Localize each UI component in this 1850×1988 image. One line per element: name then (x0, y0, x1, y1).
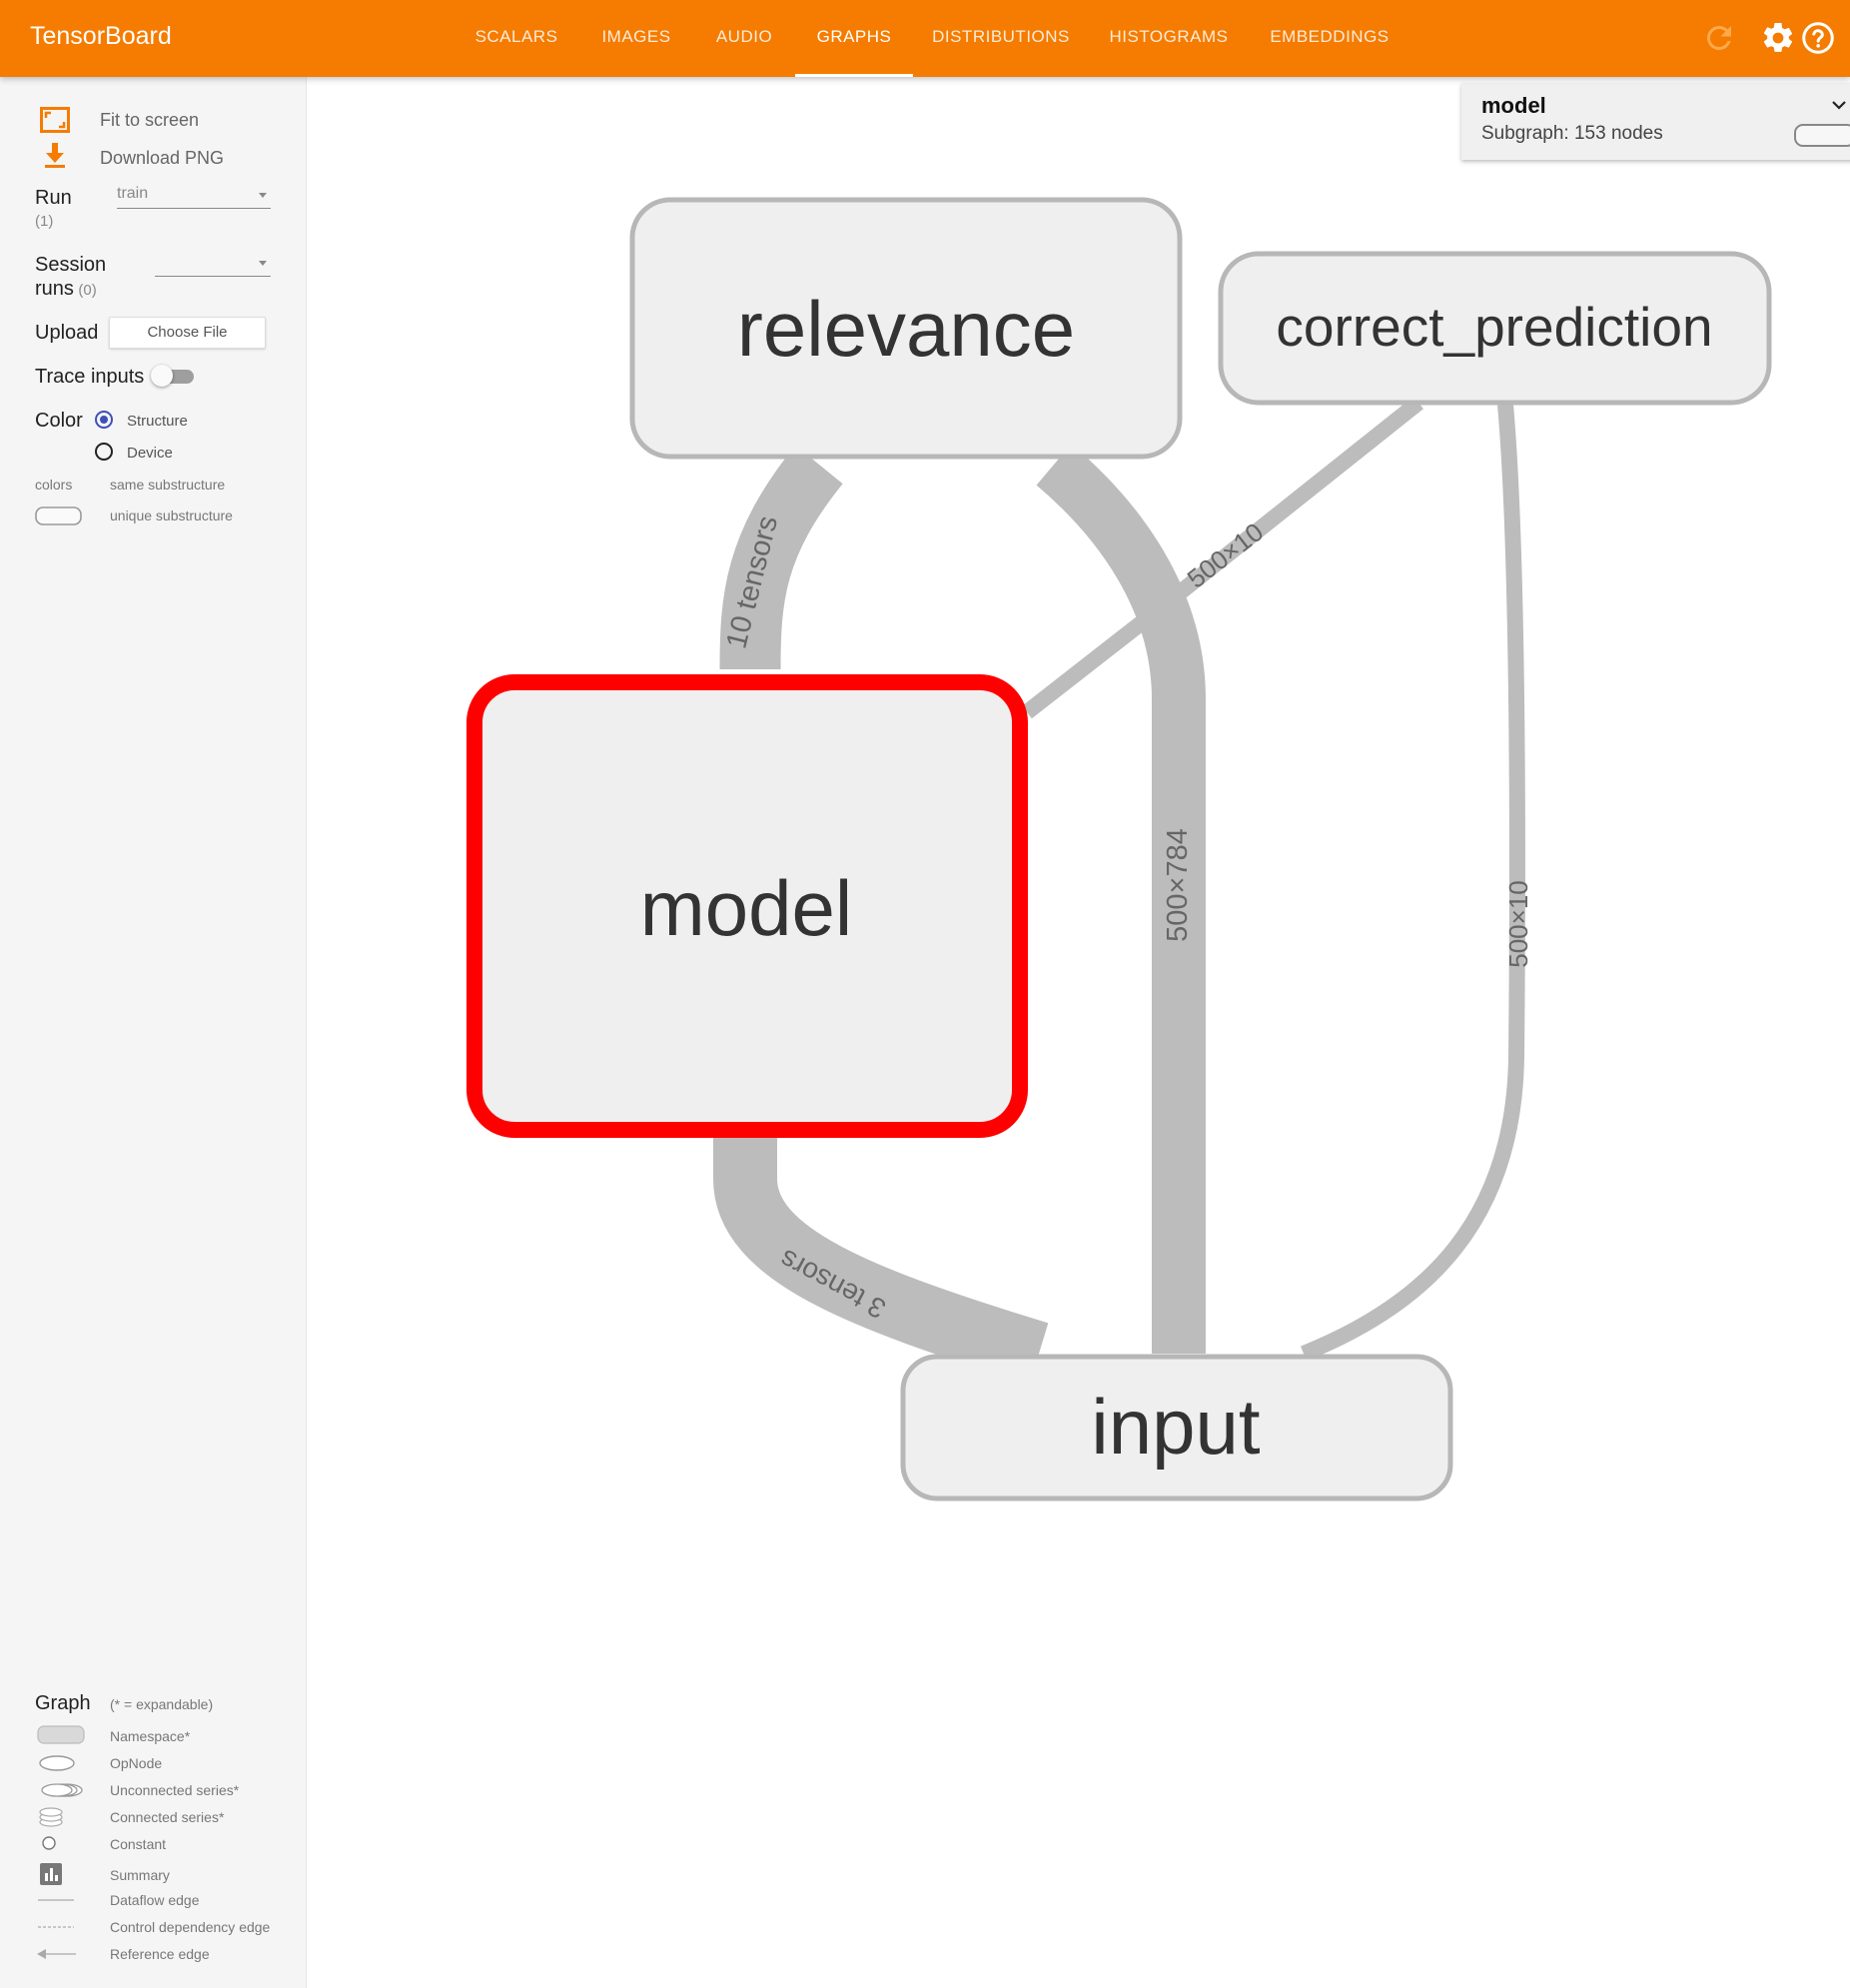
node-input[interactable]: input (900, 1354, 1453, 1501)
node-label-input: input (1091, 1383, 1260, 1471)
unique-substructure-label: unique substructure (110, 507, 233, 523)
info-card-title: model (1481, 93, 1546, 118)
opnode-icon (39, 1755, 75, 1771)
node-label-correct-prediction: correct_prediction (1276, 296, 1712, 358)
toggle-knob (151, 365, 173, 387)
connected-series-icon (39, 1807, 63, 1827)
chevron-down-icon (259, 193, 267, 198)
namespace-icon (37, 1725, 85, 1744)
node-relevance[interactable]: relevance (629, 197, 1183, 460)
legend-summary-label: Summary (110, 1867, 170, 1883)
chevron-down-icon[interactable] (1831, 99, 1847, 111)
trace-inputs-label: Trace inputs (35, 366, 145, 388)
color-device-radio[interactable] (95, 443, 113, 461)
edge-label-500x10-vertical: 500×10 (1503, 880, 1533, 967)
graph-legend-note: (* = expandable) (110, 1696, 214, 1712)
graph-canvas[interactable]: 10 tensors 500×10 500×784 500×10 3 tenso… (307, 77, 1850, 1988)
edge-input-correct-prediction (1301, 404, 1525, 1362)
fit-screen-icon[interactable] (40, 107, 70, 133)
run-select-value: train (117, 185, 149, 202)
color-device-label: Device (127, 445, 173, 462)
edge-model-relevance (719, 445, 843, 670)
legend-dataflow-edge-label: Dataflow edge (110, 1892, 200, 1908)
run-count: (1) (35, 213, 54, 230)
edge-model-correct-prediction-lower (1022, 616, 1146, 719)
download-png-button[interactable]: Download PNG (100, 148, 225, 168)
node-label-model: model (640, 864, 852, 952)
node-label-relevance: relevance (737, 285, 1075, 373)
choose-file-button[interactable]: Choose File (109, 317, 266, 349)
download-icon[interactable] (44, 143, 66, 169)
upload-label: Upload (35, 322, 99, 344)
tab-audio[interactable]: AUDIO (715, 27, 773, 46)
legend-namespace-label: Namespace* (110, 1728, 191, 1744)
edge-model-correct-prediction-upper (1154, 396, 1423, 616)
session-runs-label-line2: runs (0) (35, 278, 97, 301)
help-icon[interactable] (1800, 20, 1836, 56)
control-edge-icon (38, 1926, 74, 1928)
reference-edge-icon (37, 1949, 76, 1959)
unique-substructure-icon (35, 506, 82, 525)
edge-label-500x784: 500×784 (1162, 828, 1194, 942)
tab-graphs[interactable]: GRAPHS (795, 0, 913, 77)
chevron-down-icon (259, 261, 267, 266)
session-runs-select[interactable] (155, 253, 271, 277)
session-runs-label-runs: runs (35, 278, 74, 300)
session-runs-count: (0) (78, 282, 97, 299)
constant-icon (42, 1836, 56, 1850)
tab-histograms[interactable]: HISTOGRAMS (1109, 27, 1229, 46)
tab-images[interactable]: IMAGES (601, 27, 671, 46)
top-app-bar: TensorBoard SCALARS IMAGES AUDIO GRAPHS … (0, 0, 1850, 77)
color-structure-radio[interactable] (95, 411, 113, 429)
legend-control-edge-label: Control dependency edge (110, 1919, 271, 1935)
reload-icon[interactable] (1701, 20, 1737, 56)
legend-connected-series-label: Connected series* (110, 1809, 225, 1825)
app-title: TensorBoard (30, 22, 172, 50)
color-structure-label: Structure (127, 413, 188, 430)
gear-icon[interactable] (1760, 20, 1796, 56)
run-select[interactable]: train (117, 185, 271, 209)
info-card-subtitle: Subgraph: 153 nodes (1481, 123, 1663, 144)
run-label: Run (35, 187, 72, 209)
session-runs-label: Session (35, 254, 107, 276)
fit-to-screen-button[interactable]: Fit to screen (100, 110, 200, 130)
legend-reference-edge-label: Reference edge (110, 1946, 210, 1962)
same-substructure-label: same substructure (110, 477, 226, 493)
color-label: Color (35, 410, 83, 432)
edge-input-relevance (1036, 444, 1206, 1354)
tab-scalars[interactable]: SCALARS (474, 27, 558, 46)
legend-constant-label: Constant (110, 1836, 167, 1852)
node-model[interactable]: model (466, 674, 1028, 1138)
legend-opnode-label: OpNode (110, 1755, 163, 1771)
dataflow-edge-icon (38, 1899, 74, 1901)
tab-embeddings[interactable]: EMBEDDINGS (1270, 27, 1389, 46)
legend-unconnected-series-label: Unconnected series* (110, 1782, 240, 1798)
edge-input-model (713, 1129, 1049, 1385)
tab-distributions[interactable]: DISTRIBUTIONS (932, 27, 1070, 46)
summary-icon (40, 1863, 62, 1885)
node-info-card: model Subgraph: 153 nodes (1461, 83, 1850, 160)
trace-inputs-toggle[interactable] (150, 363, 198, 389)
graph-legend-title: Graph (35, 1692, 91, 1714)
colors-legend-title: colors (35, 477, 73, 493)
edge-label-500x10-diagonal: 500×10 (1182, 516, 1269, 594)
node-correct-prediction[interactable]: correct_prediction (1218, 251, 1772, 406)
sidebar: Fit to screen Download PNG Run (1) train… (0, 77, 307, 1988)
namespace-shape-icon (1794, 124, 1850, 147)
unconnected-series-icon (41, 1783, 83, 1797)
